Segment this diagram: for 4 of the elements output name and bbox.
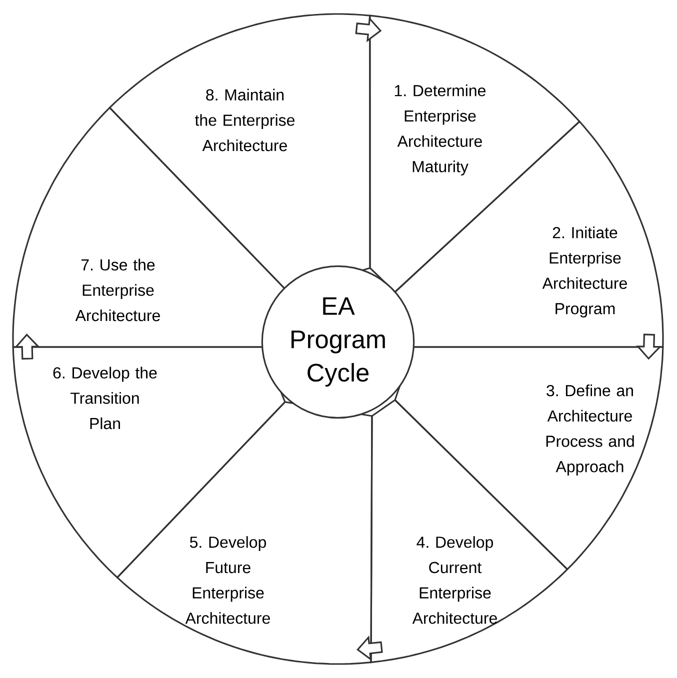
block-arrow — [14, 334, 40, 360]
block-arrow — [356, 636, 383, 662]
block-arrow — [355, 16, 382, 42]
block-arrow — [636, 334, 662, 360]
